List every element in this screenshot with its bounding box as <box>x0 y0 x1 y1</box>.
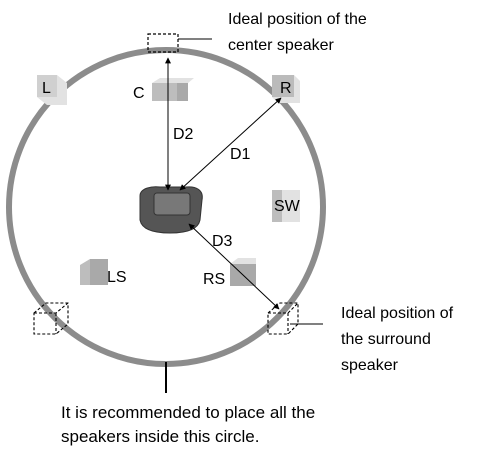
speaker-label-sw: SW <box>274 198 301 215</box>
ideal-center-label-line2: center speaker <box>228 37 335 54</box>
distance-label-d3: D3 <box>212 233 233 250</box>
speaker-label-c: C <box>133 85 145 102</box>
subwoofer-speaker <box>272 190 300 222</box>
ideal-center-label-line1: Ideal position of the <box>228 11 367 28</box>
center-speaker <box>152 78 194 101</box>
left-surround-speaker <box>80 259 108 285</box>
speaker-label-ls: LS <box>107 269 127 286</box>
front-left-speaker <box>37 75 67 105</box>
ideal-surround-label-line1: Ideal position of <box>341 305 454 322</box>
listening-chair <box>139 186 203 234</box>
ideal-left-surround-marker <box>33 302 69 335</box>
caption-line2: speakers inside this circle. <box>61 427 259 446</box>
caption-line1: It is recommended to place all the <box>61 403 315 422</box>
right-surround-speaker <box>230 258 256 286</box>
distance-label-d2: D2 <box>173 126 194 143</box>
ideal-center-speaker-marker <box>147 33 212 53</box>
distance-line-d3 <box>188 223 280 310</box>
distance-line-d1 <box>179 97 282 191</box>
distance-label-d1: D1 <box>230 146 251 163</box>
speaker-label-r: R <box>280 80 292 97</box>
front-right-speaker <box>272 75 300 103</box>
ideal-surround-label-line2: the surround <box>341 331 431 348</box>
speaker-label-l: L <box>42 80 51 97</box>
ideal-right-surround-marker <box>267 302 299 335</box>
speaker-label-rs: RS <box>203 271 225 288</box>
ideal-surround-label-line3: speaker <box>341 357 399 374</box>
